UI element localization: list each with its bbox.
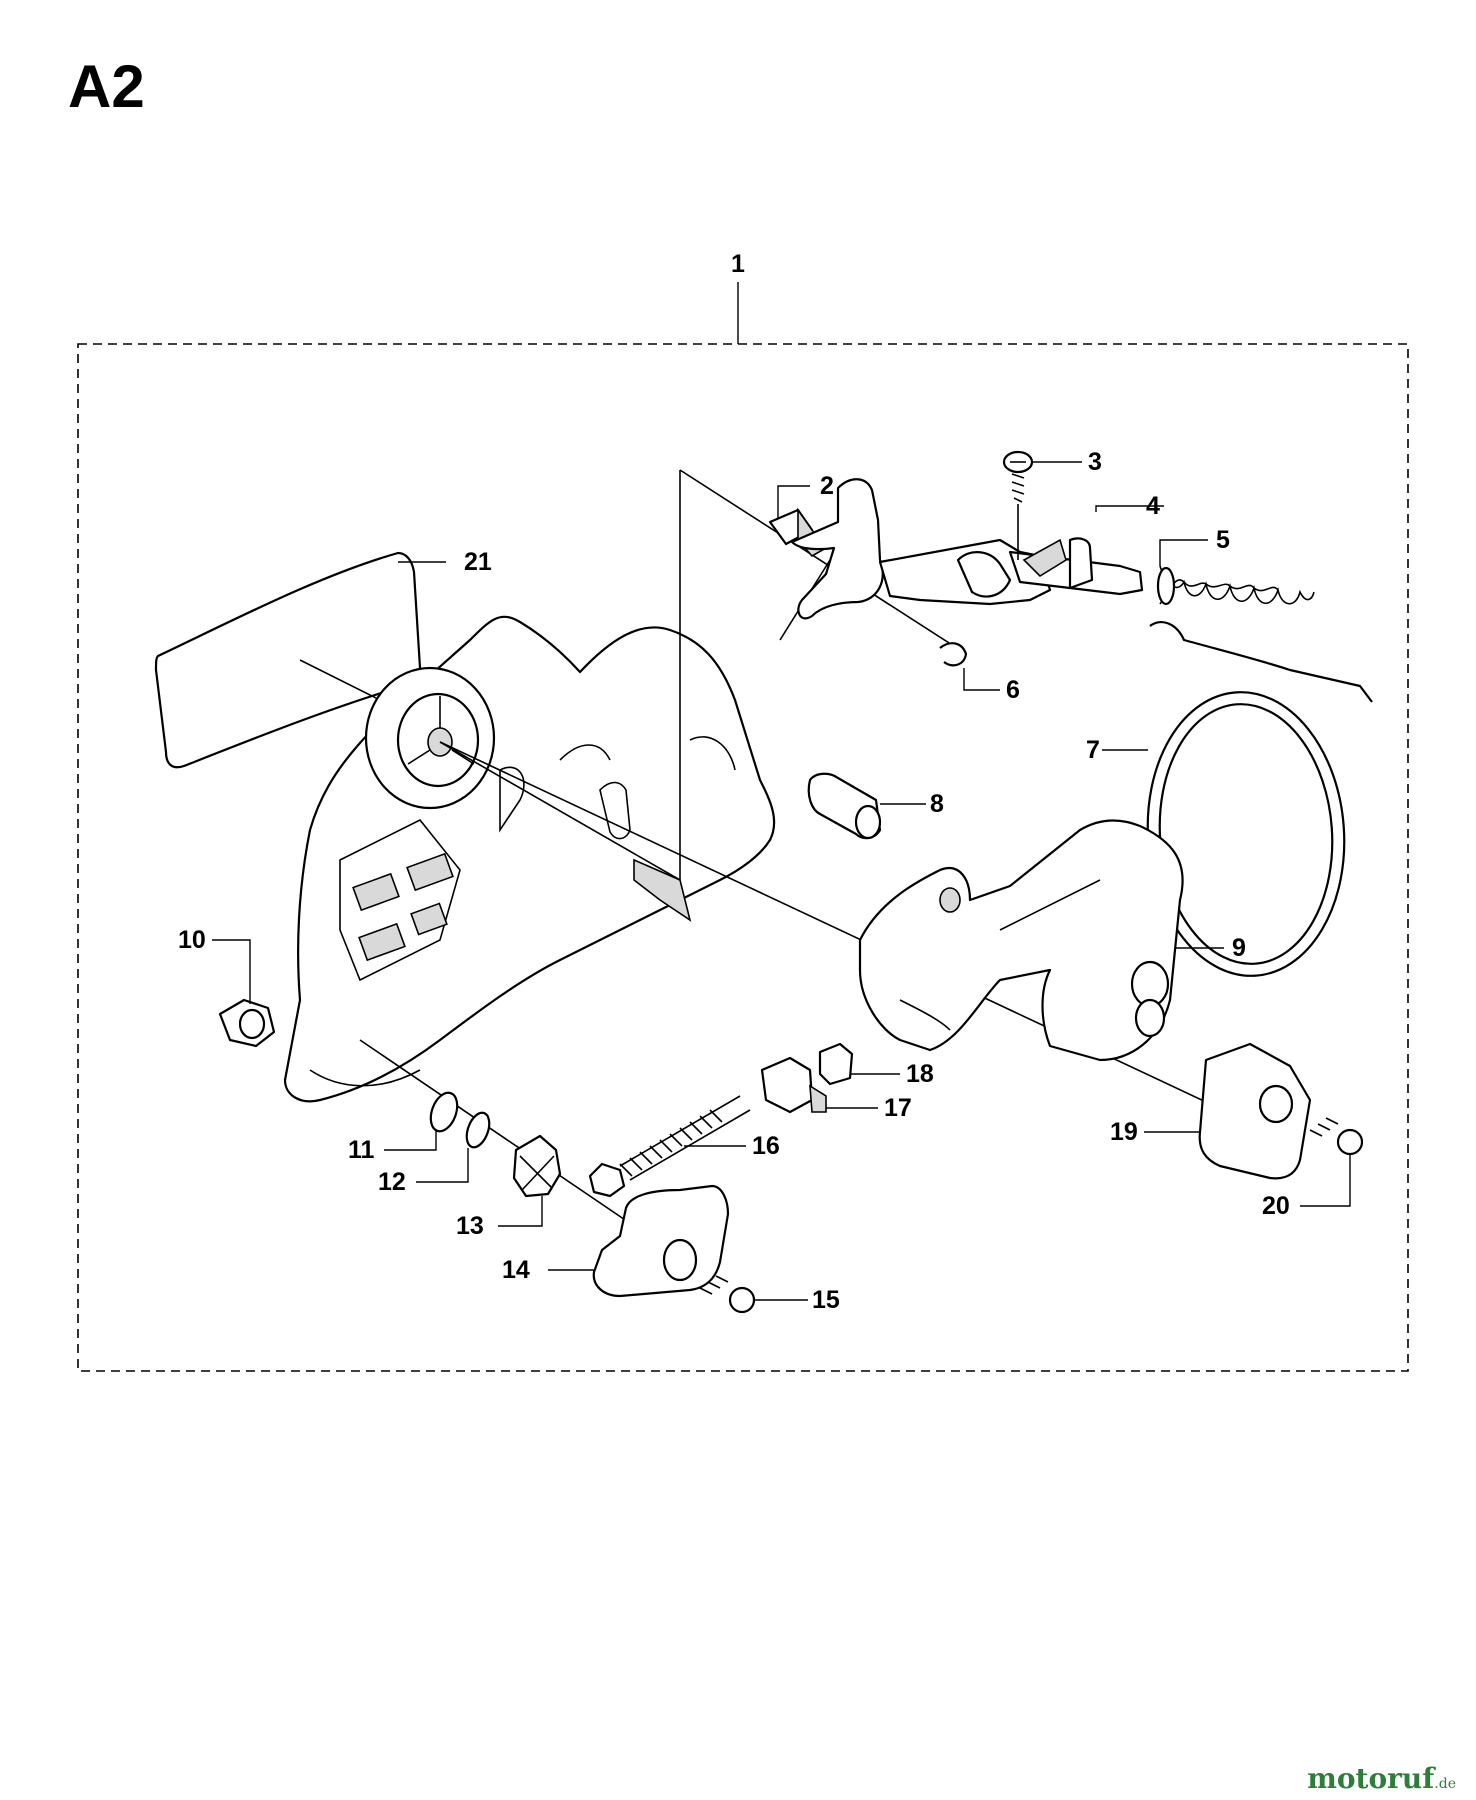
screw-bottom <box>699 1275 808 1314</box>
callout-21: 21 <box>464 548 492 576</box>
brake-band <box>1102 621 1373 977</box>
callout-6: 6 <box>1006 676 1020 704</box>
callout-18: 18 <box>906 1060 934 1088</box>
tensioner-nut <box>760 1056 878 1114</box>
screw-top <box>1002 450 1082 560</box>
callout-11: 11 <box>348 1136 375 1164</box>
page-title: A2 <box>68 53 145 120</box>
assembly-boundary <box>77 343 1409 1372</box>
callout-8: 8 <box>930 790 944 818</box>
callout-16: 16 <box>752 1132 780 1160</box>
axis-5 <box>359 1039 641 1231</box>
callout-17: 17 <box>884 1094 912 1122</box>
axis-4 <box>439 741 681 881</box>
nut <box>212 939 276 1048</box>
brake-lever-group <box>790 478 1164 691</box>
tensioner-block <box>818 1042 900 1086</box>
spring <box>1156 539 1315 606</box>
callout-2: 2 <box>820 472 834 500</box>
callout-13: 13 <box>456 1212 484 1240</box>
callout-15: 15 <box>812 1286 840 1314</box>
watermark-main: motoruf <box>1307 1762 1435 1795</box>
chain-guide-cover <box>858 819 1224 1062</box>
screw-right <box>1300 1117 1364 1207</box>
callout-20: 20 <box>1262 1192 1290 1220</box>
callout-7: 7 <box>1086 736 1100 764</box>
bar-cover-piece <box>1144 1042 1312 1180</box>
o-ring <box>384 1091 459 1151</box>
clutch-drum-hub <box>364 666 496 810</box>
adjuster-cover <box>548 1184 730 1298</box>
adjuster-gear <box>498 1134 562 1227</box>
callout-4: 4 <box>1146 492 1160 520</box>
axis-3 <box>679 469 961 651</box>
callout-19: 19 <box>1110 1118 1138 1146</box>
callout-12: 12 <box>378 1168 406 1196</box>
callout-5: 5 <box>1216 526 1230 554</box>
tensioner-screw <box>588 1095 751 1198</box>
callout-1: 1 <box>731 250 745 278</box>
callout-14: 14 <box>502 1256 530 1284</box>
bushing <box>807 772 926 840</box>
callout-10: 10 <box>178 926 206 954</box>
callout-9: 9 <box>1232 934 1246 962</box>
watermark-logo: motoruf.de <box>1307 1762 1456 1795</box>
watermark-sub: .de <box>1434 1776 1456 1792</box>
callout-3: 3 <box>1088 448 1102 476</box>
washer <box>416 1111 491 1183</box>
